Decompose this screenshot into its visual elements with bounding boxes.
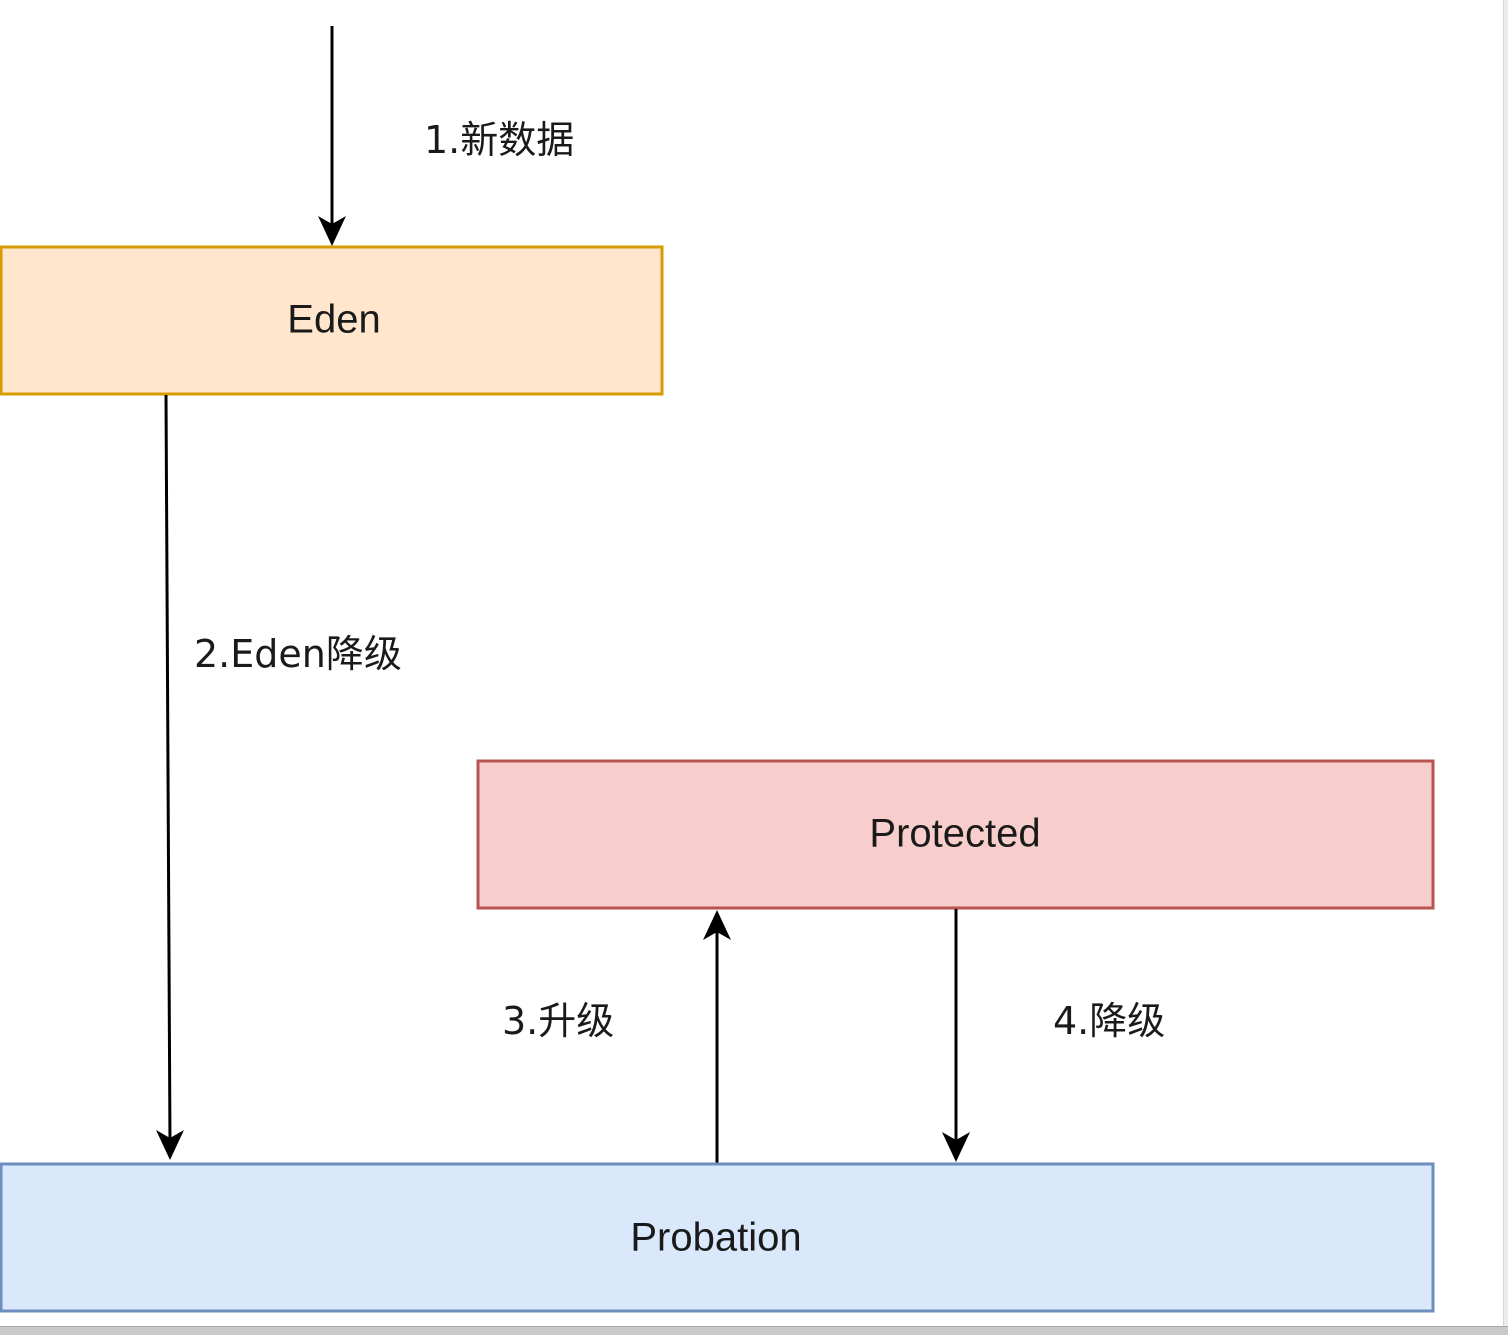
window-bottom-edge bbox=[0, 1326, 1508, 1335]
edge-eden-demote bbox=[156, 394, 184, 1160]
node-probation-box[interactable] bbox=[0, 1162, 1435, 1313]
window-edge bbox=[1503, 0, 1508, 1334]
node-probation-label: Probation bbox=[630, 1216, 801, 1260]
edge-eden-demote-line bbox=[164, 394, 172, 1147]
edge-label-eden-demote: 2.Eden降级 bbox=[194, 632, 402, 676]
node-eden-label: Eden bbox=[287, 298, 380, 342]
node-protected-label: Protected bbox=[869, 812, 1040, 856]
edge-new-data bbox=[318, 26, 346, 246]
node-eden-box[interactable] bbox=[0, 245, 664, 396]
edge-demote bbox=[942, 909, 970, 1162]
edge-label-demote: 4.降级 bbox=[1053, 999, 1165, 1043]
edge-label-new-data: 1.新数据 bbox=[424, 118, 574, 162]
node-protected[interactable]: Protected bbox=[476, 759, 1435, 910]
edge-promote bbox=[703, 910, 731, 1163]
node-probation[interactable]: Probation bbox=[0, 1162, 1435, 1313]
edge-label-promote: 3.升级 bbox=[502, 999, 614, 1043]
node-protected-box[interactable] bbox=[476, 759, 1435, 910]
arrow-down-icon bbox=[942, 1132, 970, 1162]
node-eden[interactable]: Eden bbox=[0, 245, 664, 396]
arrow-down-icon bbox=[318, 216, 346, 246]
arrow-down-icon bbox=[156, 1130, 184, 1160]
arrow-up-icon bbox=[703, 910, 731, 940]
